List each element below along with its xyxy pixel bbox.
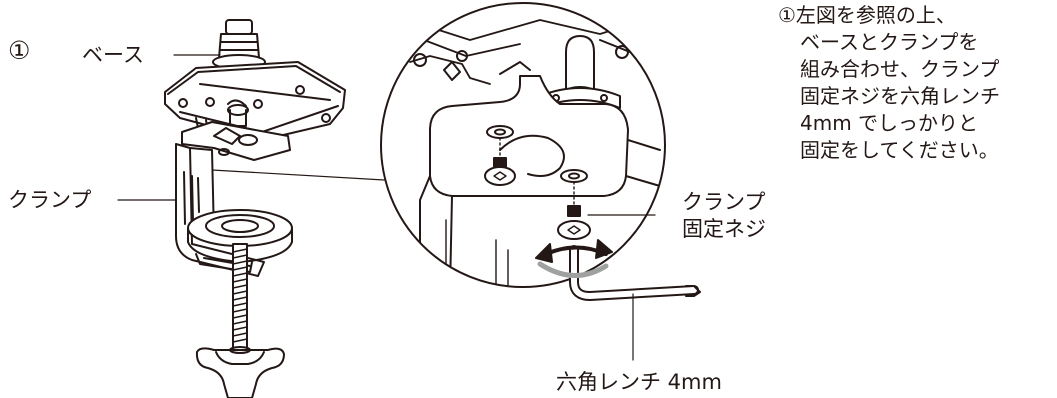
instructions: ①左図を参照の上、 ベースとクランプを 組み合わせ、クランプ 固定ネジを六角レン… <box>778 2 1000 164</box>
hex-wrench <box>535 239 701 301</box>
base-label: ベース <box>82 43 144 67</box>
instruction-line: ベースとクランプを <box>800 30 979 54</box>
step-number: ① <box>8 36 31 65</box>
instruction-line: 4mm でしっかりと <box>800 111 979 135</box>
instruction-line: 固定ネジを六角レンチ <box>800 84 1000 108</box>
instruction-line: 組み合わせ、クランプ <box>800 57 1000 81</box>
clamp-label: クランプ <box>8 188 92 212</box>
clamp-screw-label-line2: 固定ネジ <box>682 217 766 241</box>
instruction-line: ①左図を参照の上、 <box>778 3 956 27</box>
instruction-line: 固定をしてください。 <box>800 138 999 162</box>
mount-illustration <box>164 19 346 398</box>
clamp-screw-label-line1: クランプ <box>682 190 766 214</box>
hex-wrench-label: 六角レンチ 4mm <box>556 370 722 394</box>
magnified-detail <box>381 11 665 287</box>
